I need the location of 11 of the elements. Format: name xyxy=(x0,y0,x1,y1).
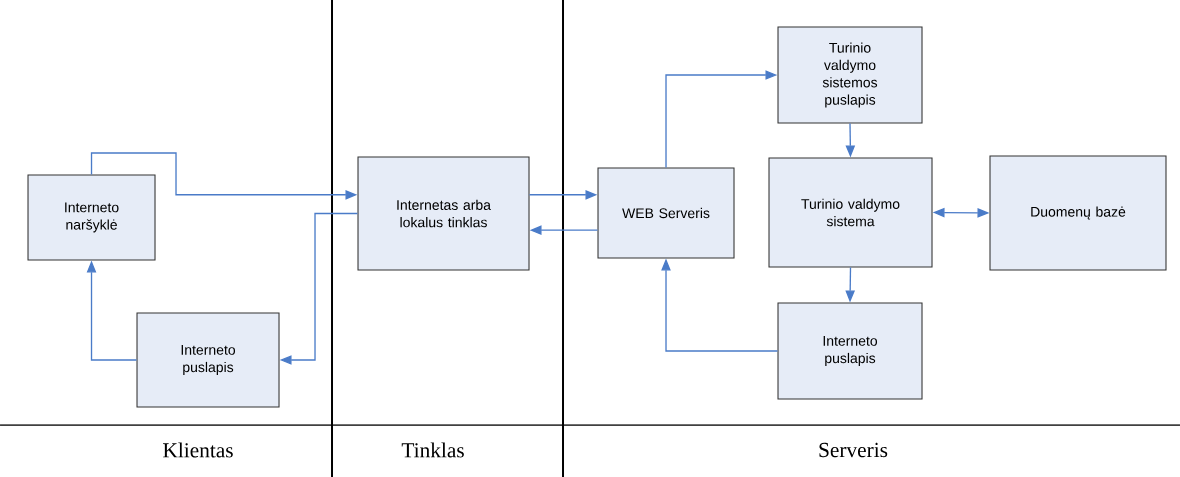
process-box: WEB Serveris xyxy=(597,167,735,259)
process-box: Turinio valdymo sistemos puslapis xyxy=(777,26,923,124)
process-box: Interneto puslapis xyxy=(777,302,923,400)
column-label: Tinklas xyxy=(401,442,464,458)
process-box: Duomenų bazė xyxy=(989,155,1167,271)
process-box: Interneto naršyklė xyxy=(27,174,156,261)
column-label: Serveris xyxy=(819,442,888,458)
process-box: Interneto puslapis xyxy=(136,312,280,408)
process-box: Turinio valdymo sistema xyxy=(768,157,933,268)
column-label: Klientas xyxy=(163,442,233,458)
process-box: Internetas arba lokalus tinklas xyxy=(357,156,530,271)
